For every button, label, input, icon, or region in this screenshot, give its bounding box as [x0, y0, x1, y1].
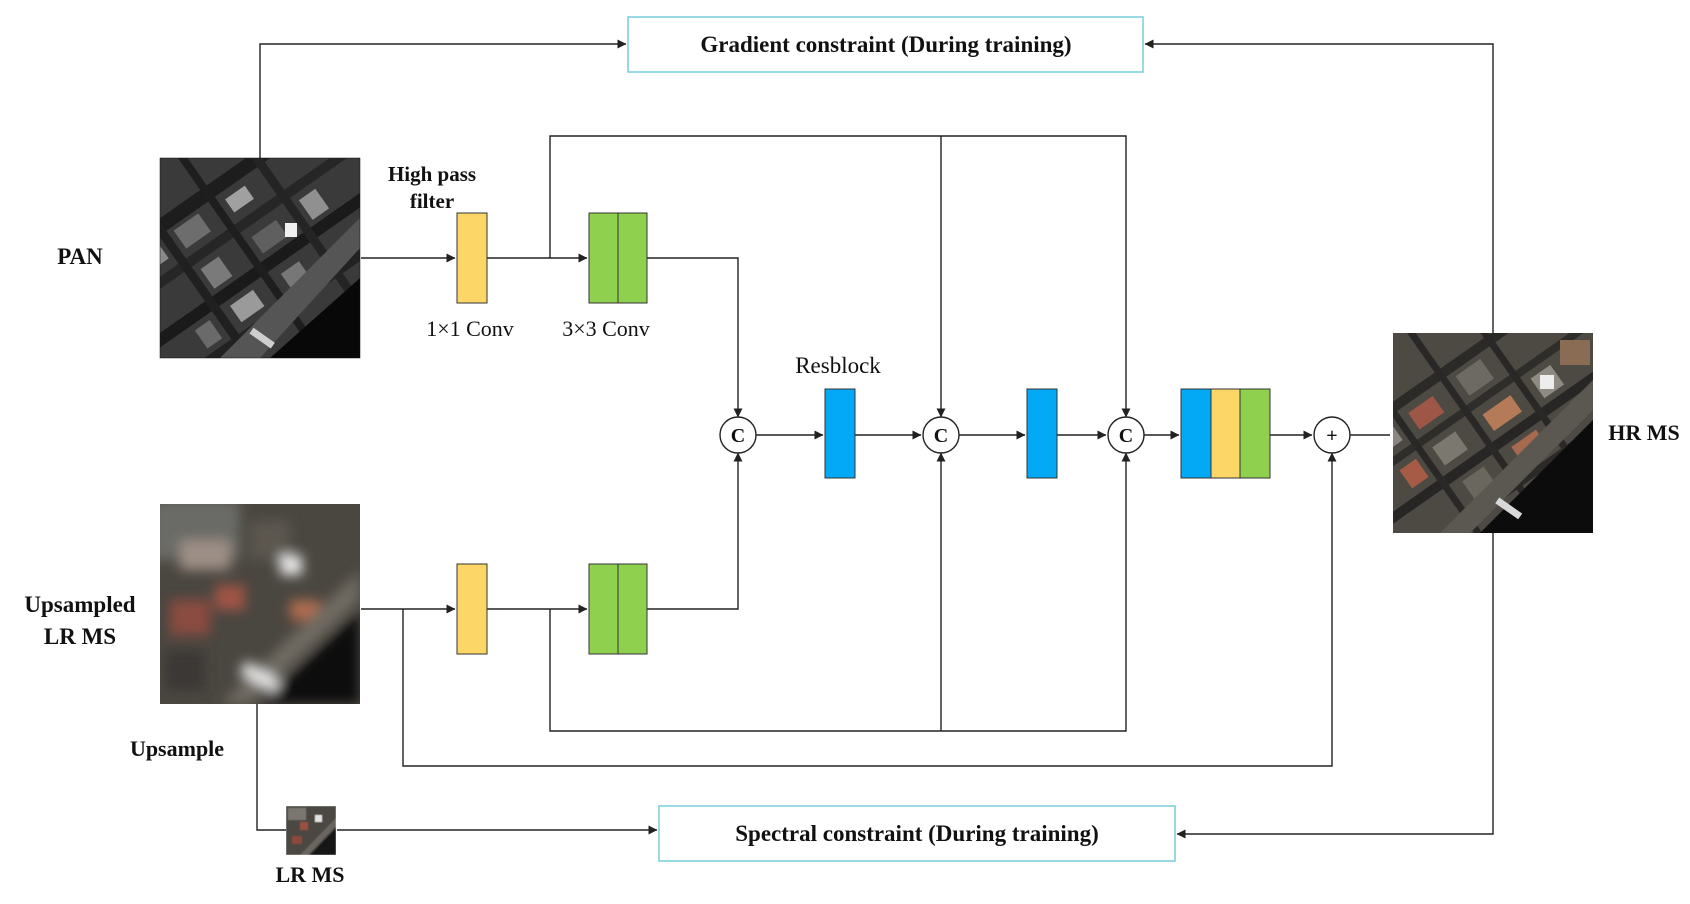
gradient-constraint-box: Gradient constraint (During training) — [627, 16, 1144, 73]
pan-conv1x1-block — [456, 212, 488, 304]
add-node-label: + — [1326, 425, 1337, 447]
resblock-2 — [1026, 388, 1058, 479]
output-block — [1180, 388, 1271, 479]
concat-node-3-label: C — [1119, 425, 1133, 447]
add-node: + — [1313, 416, 1351, 454]
top-skip-to-concat3-arrow — [549, 135, 1131, 418]
pan-conv3x3-block — [588, 212, 648, 304]
lrms-label: LR MS — [275, 862, 344, 887]
conv1x1-label: 1×1 Conv — [426, 316, 514, 341]
connections — [256, 39, 1494, 839]
gradient-constraint-label: Gradient constraint (During training) — [700, 32, 1071, 57]
conv3x3-label: 3×3 Conv — [562, 316, 650, 341]
hrms-to-gradient-arrow — [1144, 39, 1494, 333]
upsampled-label-line1: Upsampled — [24, 592, 135, 617]
ms-conv3x3-block — [588, 563, 648, 655]
pan-label: PAN — [57, 244, 103, 269]
upsampled-label-line2: LR MS — [44, 624, 116, 649]
spectral-constraint-box: Spectral constraint (During training) — [658, 805, 1176, 862]
concat-node-3: C — [1107, 416, 1145, 454]
concat-node-1-label: C — [731, 425, 745, 447]
high-pass-label-line1: High pass — [388, 162, 476, 186]
high-pass-label-line2: filter — [410, 189, 454, 213]
concat-node-2-label: C — [934, 425, 948, 447]
residual-to-add-arrow — [402, 452, 1337, 767]
hrms-label: HR MS — [1608, 420, 1680, 445]
upsample-line — [256, 704, 286, 831]
pan-image — [159, 157, 361, 359]
resblock-1 — [824, 388, 856, 479]
lrms-image — [286, 806, 336, 855]
spectral-constraint-label: Spectral constraint (During training) — [735, 821, 1099, 846]
concat-node-2: C — [922, 416, 960, 454]
hrms-image — [1393, 333, 1593, 533]
concat-node-1: C — [719, 416, 757, 454]
upsampled-lrms-image — [160, 504, 360, 704]
upsample-label: Upsample — [130, 736, 224, 761]
pan-conv-to-concat1-arrow — [647, 257, 743, 418]
pan-to-gradient-arrow — [259, 39, 627, 158]
ms-conv1x1-block — [456, 563, 488, 655]
hrms-to-spectral-arrow — [1176, 533, 1494, 839]
bottom-skip-to-concat3-arrow — [549, 452, 1131, 732]
ms-conv-to-concat1-arrow — [647, 452, 743, 610]
resblock-label: Resblock — [795, 353, 881, 378]
